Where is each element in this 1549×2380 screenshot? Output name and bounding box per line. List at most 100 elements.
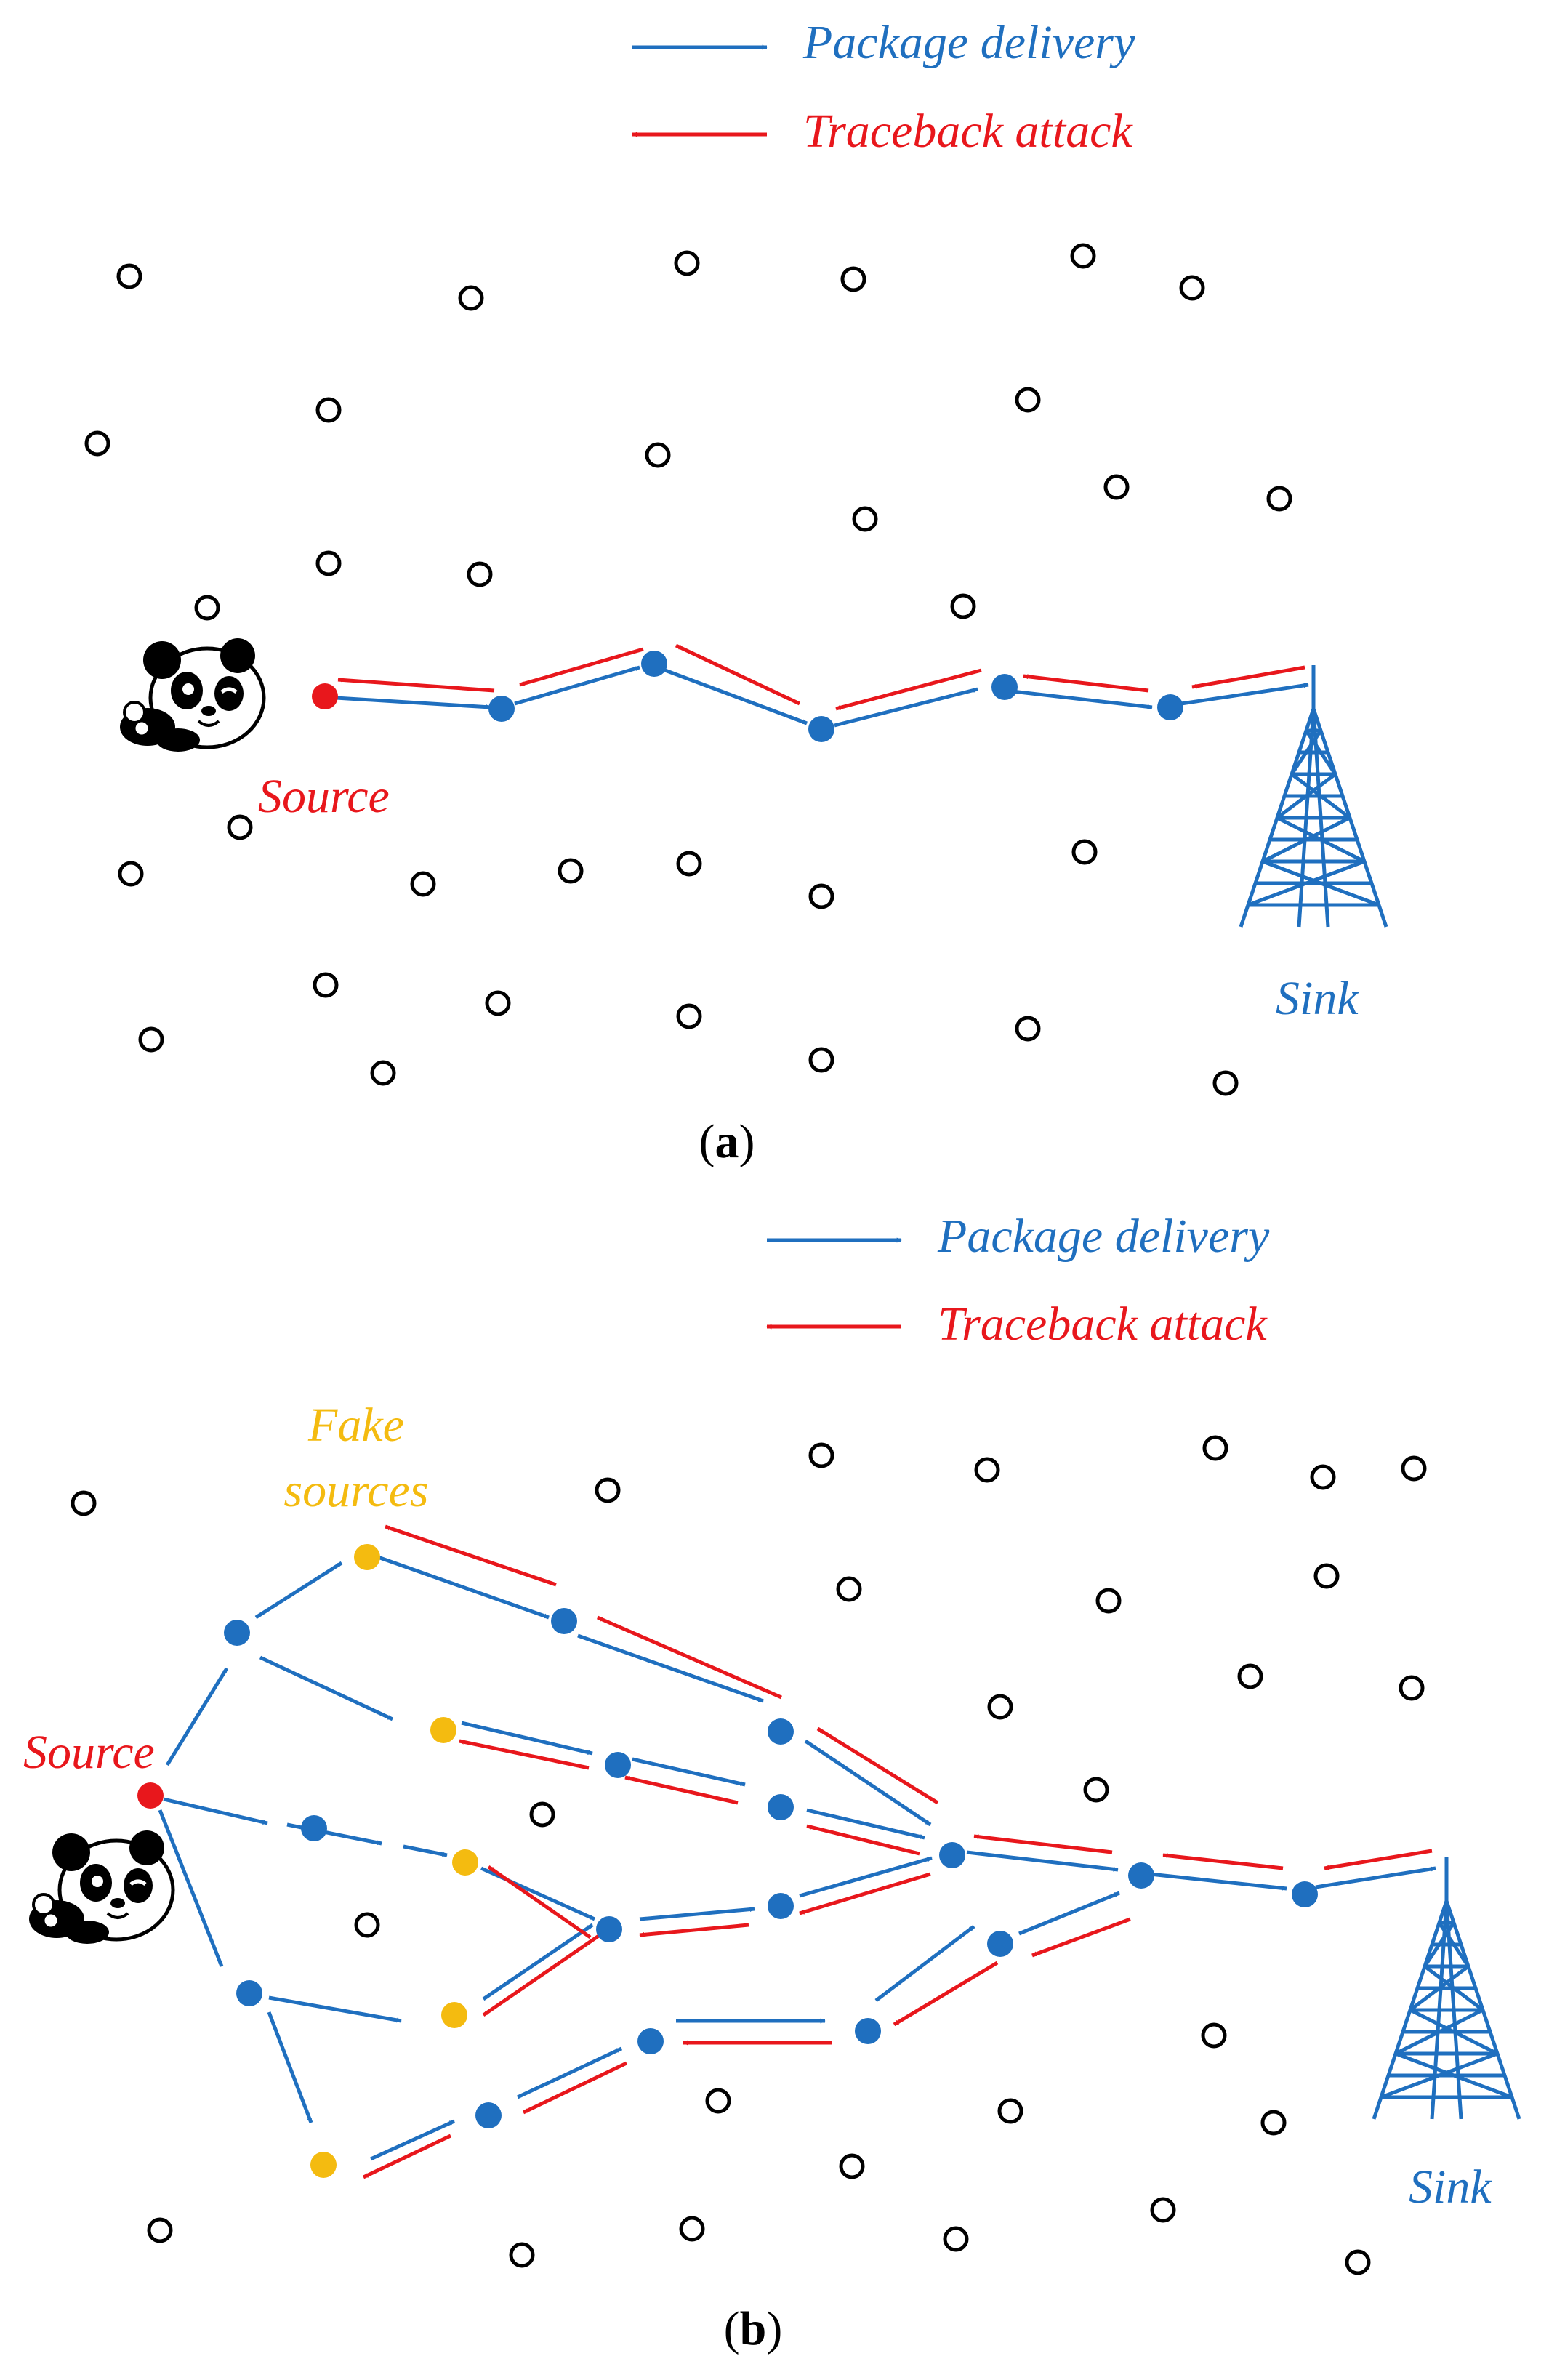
fake-sources-label-line1: Fake xyxy=(307,1399,404,1452)
traceback-paths-b xyxy=(362,1524,1433,2179)
delivery-paths-b xyxy=(158,1555,1436,2161)
panda-icon xyxy=(29,1830,173,1944)
delivery-arrow xyxy=(165,1667,229,1766)
relay-node xyxy=(1157,694,1183,720)
panel-b: Package delivery Traceback attack xyxy=(23,1210,1519,2355)
delivery-arrow xyxy=(482,1923,594,2001)
idle-node xyxy=(1237,1663,1263,1689)
idle-node xyxy=(1095,1588,1122,1614)
delivery-arrow xyxy=(1005,688,1153,709)
delivery-arrow xyxy=(799,1856,933,1898)
delivery-arrow xyxy=(632,1757,746,1787)
relay-node xyxy=(641,651,667,677)
idle-node xyxy=(1071,839,1098,865)
delivery-arrow xyxy=(403,1844,448,1857)
idle-node xyxy=(1345,2249,1371,2275)
idle-node xyxy=(1201,2022,1227,2049)
sink-tower-icon xyxy=(1374,1857,1519,2119)
delivery-arrow xyxy=(268,1995,402,2023)
source-label: Source xyxy=(23,1726,155,1779)
relay-nodes-a xyxy=(488,651,1183,742)
idle-node xyxy=(1015,1016,1041,1042)
relay-node xyxy=(768,1893,794,1919)
relay-node xyxy=(808,716,834,742)
delivery-arrow xyxy=(259,1655,394,1721)
panda-icon xyxy=(120,638,264,752)
delivery-arrow xyxy=(639,1907,755,1921)
delivery-arrow xyxy=(516,2046,623,2099)
legend-delivery-label: Package delivery xyxy=(802,16,1135,69)
source-node xyxy=(312,683,338,709)
idle-node xyxy=(1401,1455,1427,1482)
relay-node xyxy=(855,2018,881,2044)
delivery-arrow xyxy=(1180,683,1309,706)
fake-source-node xyxy=(441,2002,467,2028)
idle-node xyxy=(1070,243,1096,269)
traceback-arrow xyxy=(624,1775,739,1805)
delivery-arrow xyxy=(577,1633,764,1703)
relay-node xyxy=(1128,1862,1154,1889)
traceback-arrow xyxy=(806,1824,920,1856)
idle-node xyxy=(1103,474,1130,500)
idle-nodes-b xyxy=(71,1435,1427,2275)
delivery-arrow xyxy=(377,1555,550,1620)
delivery-path-a xyxy=(335,665,1309,728)
traceback-arrow xyxy=(835,668,982,711)
caption-b: (b) xyxy=(724,2302,783,2355)
delivery-arrow xyxy=(461,1721,593,1756)
legend-traceback-label: Traceback attack xyxy=(938,1298,1268,1351)
idle-node xyxy=(1266,486,1292,512)
idle-node xyxy=(118,861,144,887)
delivery-arrow xyxy=(1149,1872,1287,1891)
relay-node xyxy=(475,2102,502,2128)
traceback-arrow xyxy=(337,677,495,693)
fake-source-node xyxy=(354,1544,380,1570)
traceback-arrow xyxy=(597,1615,782,1700)
idle-node xyxy=(509,2242,535,2268)
idle-node xyxy=(1212,1070,1239,1096)
sink-tower-icon xyxy=(1241,665,1386,927)
delivery-arrow xyxy=(254,1561,343,1620)
idle-node xyxy=(674,250,700,276)
relay-node xyxy=(1292,1881,1318,1907)
idle-node xyxy=(529,1801,555,1828)
traceback-arrow xyxy=(522,2061,628,2115)
traceback-path-a xyxy=(337,643,1305,711)
idle-node xyxy=(839,2153,865,2179)
idle-node xyxy=(558,858,584,884)
idle-node xyxy=(410,871,436,897)
idle-node xyxy=(354,1912,380,1938)
idle-node xyxy=(808,1442,834,1468)
legend-traceback-label: Traceback attack xyxy=(803,105,1133,158)
traceback-arrow xyxy=(893,1961,999,2027)
idle-node xyxy=(315,397,342,423)
traceback-arrow xyxy=(1191,665,1305,689)
sink-label: Sink xyxy=(1409,2160,1492,2214)
relay-node xyxy=(605,1752,631,1778)
idle-nodes-a xyxy=(84,243,1292,1096)
idle-node xyxy=(808,1047,834,1073)
delivery-arrow xyxy=(1018,1891,1120,1936)
traceback-arrow xyxy=(482,1931,603,2017)
source-label: Source xyxy=(258,770,390,823)
traceback-arrow xyxy=(362,2134,452,2179)
idle-node xyxy=(679,2216,705,2242)
idle-node xyxy=(676,1003,702,1029)
idle-node xyxy=(194,595,220,621)
traceback-arrow xyxy=(675,643,801,706)
delivery-arrow xyxy=(1315,1866,1436,1889)
idle-node xyxy=(840,266,866,292)
panel-a: Package delivery Traceback attack xyxy=(84,16,1386,1168)
traceback-arrow xyxy=(1324,1849,1433,1870)
fake-sources-label-line2: sources xyxy=(283,1464,428,1517)
legend-delivery-label: Package delivery xyxy=(937,1210,1270,1263)
fake-source-node xyxy=(452,1849,478,1876)
traceback-arrow xyxy=(519,647,644,687)
idle-node xyxy=(1202,1435,1228,1461)
idle-node xyxy=(313,972,339,998)
legend-b: Package delivery Traceback attack xyxy=(766,1210,1270,1351)
delivery-arrow xyxy=(806,1808,925,1840)
relay-node xyxy=(768,1794,794,1820)
delivery-arrow xyxy=(966,1850,1119,1872)
